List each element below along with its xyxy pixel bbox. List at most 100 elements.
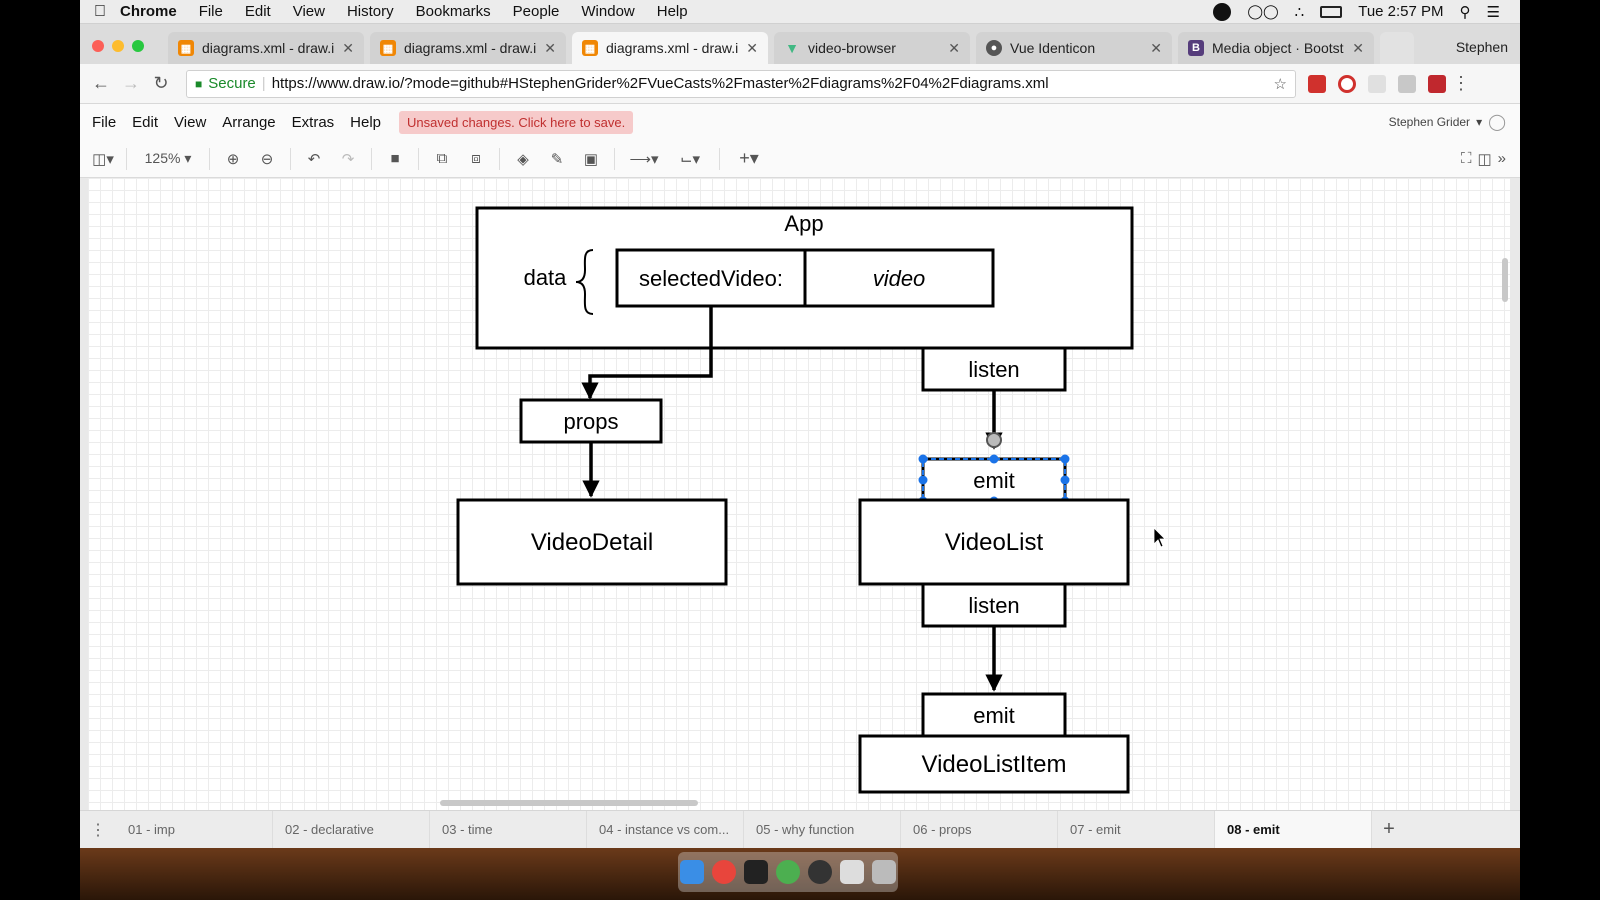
spotlight-search-icon[interactable]: ⚲ [1459,3,1471,21]
page-tab-04[interactable]: 04 - instance vs com... [587,810,744,849]
extension-icon-badge[interactable] [1428,74,1446,93]
browser-tab-3[interactable]: ▦ diagrams.xml - draw.io ✕ [572,32,768,64]
page-tab-05[interactable]: 05 - why function [744,810,901,849]
page-tab-02[interactable]: 02 - declarative [273,810,430,849]
vue-devtools-icon[interactable] [1398,74,1416,93]
globe-icon[interactable]: ◯ [1488,114,1506,131]
selected-video-to-props-arrow[interactable] [581,306,713,400]
redo-icon[interactable]: ↷ [341,150,355,168]
menubar-item-help[interactable]: Help [656,3,688,20]
opera-icon[interactable] [1338,74,1356,93]
waypoints-icon[interactable]: ⌙▾ [679,150,701,168]
close-icon[interactable]: ✕ [342,39,354,56]
toggle-panel-icon[interactable]: ◫ [1477,150,1492,168]
drawio-user[interactable]: Stephen Grider ▾ ◯ [1389,112,1506,132]
close-icon[interactable]: ✕ [948,39,960,56]
format-panel-icon[interactable]: ◫▾ [92,150,114,168]
drawio-menu-view[interactable]: View [174,113,207,131]
menubar-app-name[interactable]: Chrome [120,3,177,20]
close-icon[interactable]: ✕ [1150,39,1162,56]
extension-icon-red[interactable] [1308,74,1326,93]
url-text[interactable]: https://www.draw.io/?mode=github#HStephe… [271,75,1049,92]
page-tab-07[interactable]: 07 - emit [1058,810,1215,849]
close-icon[interactable]: ✕ [1352,39,1364,56]
terminal-icon[interactable] [744,860,768,884]
reload-icon[interactable]: ↻ [153,73,169,93]
menubar-item-history[interactable]: History [346,3,394,20]
obs-icon[interactable] [808,860,832,884]
drawio-menu-edit[interactable]: Edit [132,113,159,131]
to-back-icon[interactable]: ⧈ [471,150,481,167]
pages-menu-icon[interactable]: ⋮ [90,821,106,839]
menubar-item-edit[interactable]: Edit [244,3,271,20]
page-tab-06[interactable]: 06 - props [901,810,1058,849]
selected-video-value-cell[interactable] [803,248,995,308]
close-icon[interactable]: ✕ [746,39,758,56]
video-list-item-box[interactable] [858,734,1130,794]
line-color-icon[interactable]: ✎ [550,150,564,168]
browser-tab-2[interactable]: ▦ diagrams.xml - draw.io ✕ [370,32,566,64]
shadow-icon[interactable]: ▣ [583,150,599,168]
chrome-icon[interactable] [712,860,736,884]
menubar-item-people[interactable]: People [512,3,560,20]
page-tab-08[interactable]: 08 - emit [1215,810,1372,849]
video-list-box[interactable] [858,498,1130,586]
zoom-select[interactable]: 125% ▾ [144,150,192,166]
forward-icon[interactable]: → [122,73,140,93]
video-detail-box[interactable] [456,498,728,586]
wifi-icon[interactable]: ∴ [1294,3,1305,21]
app-green-icon[interactable] [776,860,800,884]
new-tab-button[interactable] [1380,32,1414,64]
chrome-menu-icon[interactable]: ⋮ [1452,73,1470,93]
window-close-button[interactable] [92,40,104,52]
finder-icon[interactable] [680,860,704,884]
unsaved-changes-banner[interactable]: Unsaved changes. Click here to save. [399,110,634,134]
close-icon[interactable]: ✕ [544,39,556,56]
drawio-menu-help[interactable]: Help [350,113,382,131]
listen-box-bottom[interactable] [921,582,1067,628]
zoom-in-icon[interactable]: ⊕ [226,150,240,168]
browser-tab-6[interactable]: B Media object · Bootstr ✕ [1178,32,1374,64]
trash-icon[interactable] [872,860,896,884]
to-front-icon[interactable]: ⧉ [436,150,448,167]
notification-center-icon[interactable]: ☰ [1486,3,1500,21]
page-tab-01[interactable]: 01 - imp [116,810,273,849]
vertical-scrollbar[interactable] [1502,258,1508,302]
apple-icon[interactable]:  [80,3,120,21]
page-tab-03[interactable]: 03 - time [430,810,587,849]
connection-point-icon[interactable] [986,432,1002,448]
horizontal-scrollbar[interactable] [440,800,698,806]
delete-icon[interactable]: ■ [390,150,400,167]
bookmark-star-icon[interactable]: ☆ [1273,75,1287,93]
insert-plus-icon[interactable]: +▾ [739,148,759,168]
address-bar[interactable]: ■ Secure | https://www.draw.io/?mode=git… [186,69,1296,98]
menubar-item-view[interactable]: View [292,3,325,20]
window-zoom-button[interactable] [132,40,144,52]
browser-tab-5[interactable]: ● Vue Identicon ✕ [976,32,1172,64]
menubar-item-window[interactable]: Window [581,3,635,20]
back-icon[interactable]: ← [92,73,110,93]
window-minimize-button[interactable] [112,40,124,52]
battery-icon[interactable] [1320,5,1343,18]
collapse-icon[interactable]: » [1497,150,1506,167]
undo-icon[interactable]: ↶ [307,150,321,168]
zoom-out-icon[interactable]: ⊖ [260,150,274,168]
add-page-icon[interactable]: + [1383,818,1395,840]
menubar-item-file[interactable]: File [198,3,223,20]
drawio-menu-extras[interactable]: Extras [291,113,335,131]
menubar-clock[interactable]: Tue 2:57 PM [1358,3,1444,20]
emit-box-bottom[interactable] [921,692,1067,738]
screen-recorder-icon[interactable] [1213,2,1232,21]
browser-tab-1[interactable]: ▦ diagrams.xml - draw.io ✕ [168,32,364,64]
documents-icon[interactable] [840,860,864,884]
drawio-menu-arrange[interactable]: Arrange [222,113,276,131]
selected-video-key-cell[interactable] [615,248,807,308]
glasses-icon[interactable]: ◯◯ [1247,3,1279,19]
profile-name[interactable]: Stephen [1455,39,1508,55]
css-extension-icon[interactable] [1368,74,1386,93]
menubar-item-bookmarks[interactable]: Bookmarks [415,3,491,20]
props-box[interactable] [519,398,663,444]
fill-color-icon[interactable]: ◈ [517,150,529,168]
connection-icon[interactable]: ⟶▾ [629,150,659,168]
browser-tab-4[interactable]: ▼ video-browser ✕ [774,32,970,64]
